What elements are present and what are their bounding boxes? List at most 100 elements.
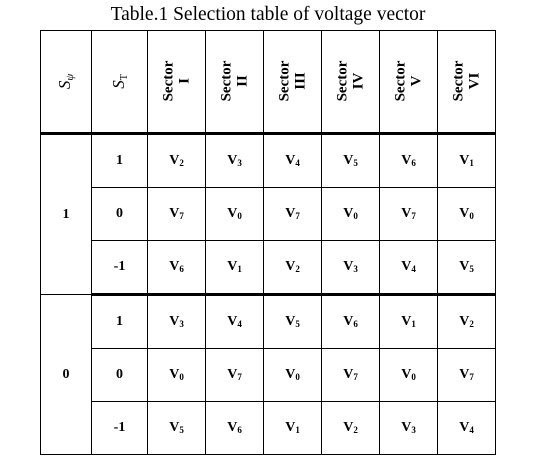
vector-symbol: V: [459, 259, 470, 274]
vector-index: 2: [179, 158, 184, 168]
vector-symbol: V: [343, 314, 354, 329]
s-t-value: -1: [91, 240, 148, 296]
vector-index: 0: [411, 372, 416, 382]
s-psi-value: 0: [40, 294, 92, 455]
voltage-vector-cell: V0: [147, 348, 206, 402]
vector-symbol: V: [285, 314, 296, 329]
vector-symbol: V: [401, 206, 412, 221]
table-caption: Table.1 Selection table of voltage vecto…: [110, 4, 426, 25]
voltage-vector-cell: V0: [321, 187, 380, 241]
s-psi-value: 1: [40, 133, 92, 295]
vector-symbol: V: [343, 153, 354, 168]
vector-index: 6: [179, 264, 184, 274]
voltage-vector-cell: V3: [147, 294, 206, 349]
vector-index: 5: [353, 158, 358, 168]
vector-index: 1: [295, 425, 300, 435]
voltage-vector-cell: V2: [263, 240, 322, 296]
voltage-vector-cell: V3: [205, 133, 264, 188]
voltage-vector-cell: V1: [205, 240, 264, 296]
voltage-vector-cell: V6: [321, 294, 380, 349]
vector-index: 6: [237, 425, 242, 435]
vector-index: 4: [237, 319, 242, 329]
voltage-vector-cell: V7: [321, 348, 380, 402]
vector-symbol: V: [169, 314, 180, 329]
vector-symbol: V: [401, 367, 412, 382]
voltage-vector-cell: V0: [437, 187, 496, 241]
vector-symbol: V: [285, 206, 296, 221]
vector-index: 3: [237, 158, 242, 168]
vector-symbol: V: [343, 420, 354, 435]
vector-index: 7: [353, 372, 358, 382]
vector-index: 7: [179, 211, 184, 221]
vector-symbol: V: [169, 206, 180, 221]
voltage-vector-cell: V2: [321, 401, 380, 455]
vector-symbol: V: [285, 420, 296, 435]
voltage-vector-cell: V6: [379, 133, 438, 188]
vector-symbol: V: [459, 367, 470, 382]
vector-symbol: V: [227, 314, 238, 329]
vector-symbol: V: [343, 259, 354, 274]
voltage-vector-cell: V4: [263, 133, 322, 188]
voltage-vector-cell: V7: [437, 348, 496, 402]
header-s-psi: Sψ: [40, 30, 92, 135]
vector-symbol: V: [459, 206, 470, 221]
voltage-vector-cell: V4: [437, 401, 496, 455]
vector-index: 0: [353, 211, 358, 221]
vector-symbol: V: [227, 206, 238, 221]
voltage-vector-cell: V2: [437, 294, 496, 349]
s-t-value: 0: [91, 187, 148, 241]
vector-index: 4: [469, 425, 474, 435]
vector-symbol: V: [401, 153, 412, 168]
vector-symbol: V: [169, 259, 180, 274]
voltage-vector-cell: V7: [205, 348, 264, 402]
vector-index: 6: [411, 158, 416, 168]
vector-index: 0: [295, 372, 300, 382]
vector-symbol: V: [401, 259, 412, 274]
voltage-vector-cell: V5: [437, 240, 496, 296]
vector-symbol: V: [285, 367, 296, 382]
s-t-value: 1: [91, 133, 148, 188]
voltage-vector-cell: V5: [147, 401, 206, 455]
s-t-value: 1: [91, 294, 148, 349]
vector-symbol: V: [343, 367, 354, 382]
vector-symbol: V: [343, 206, 354, 221]
vector-index: 5: [179, 425, 184, 435]
voltage-vector-cell: V6: [147, 240, 206, 296]
vector-index: 2: [353, 425, 358, 435]
s-t-value: 0: [91, 348, 148, 402]
vector-index: 1: [469, 158, 474, 168]
vector-symbol: V: [401, 314, 412, 329]
vector-index: 5: [295, 319, 300, 329]
header-s-t: ST: [91, 30, 148, 135]
vector-index: 4: [295, 158, 300, 168]
voltage-vector-cell: V4: [205, 294, 264, 349]
voltage-vector-cell: V3: [379, 401, 438, 455]
voltage-vector-cell: V7: [379, 187, 438, 241]
vector-index: 3: [411, 425, 416, 435]
vector-symbol: V: [459, 420, 470, 435]
vector-symbol: V: [227, 259, 238, 274]
voltage-vector-cell: V0: [379, 348, 438, 402]
vector-symbol: V: [401, 420, 412, 435]
vector-index: 1: [237, 264, 242, 274]
voltage-vector-cell: V1: [437, 133, 496, 188]
voltage-vector-cell: V4: [379, 240, 438, 296]
voltage-vector-cell: V5: [263, 294, 322, 349]
vector-symbol: V: [285, 153, 296, 168]
vector-index: 7: [469, 372, 474, 382]
vector-index: 0: [237, 211, 242, 221]
voltage-vector-cell: V5: [321, 133, 380, 188]
vector-symbol: V: [285, 259, 296, 274]
